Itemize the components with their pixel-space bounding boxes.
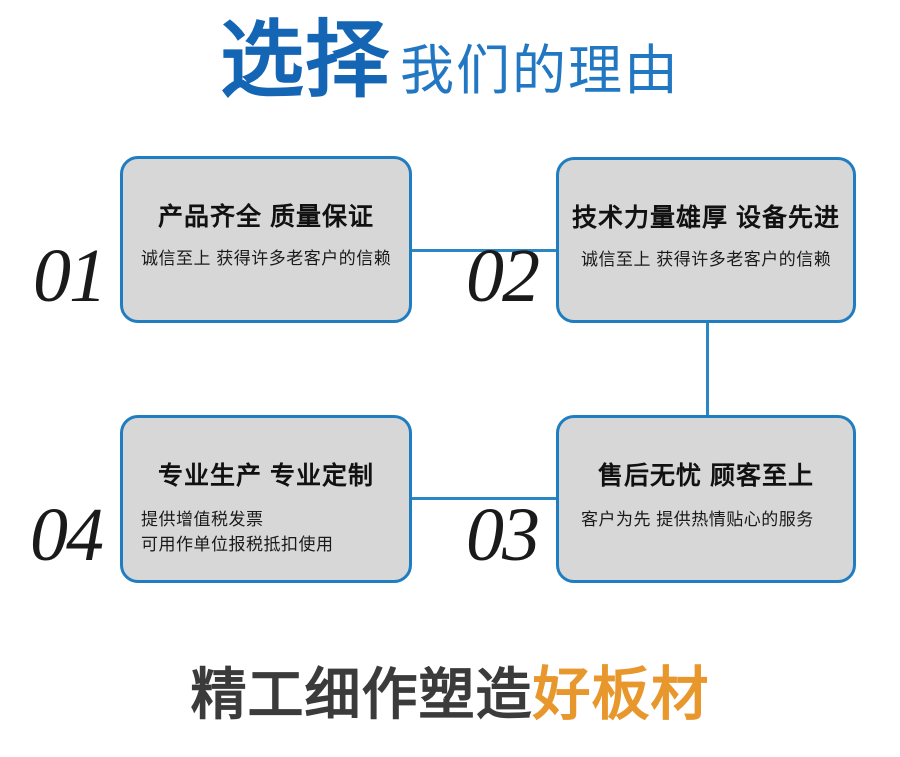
footer-slogan: 精工细作塑造好板材 — [0, 665, 900, 723]
reason-card-03-title: 售后无忧 顾客至上 — [598, 462, 814, 490]
reason-card-03: 售后无忧 顾客至上 客户为先 提供热情贴心的服务 — [556, 415, 856, 583]
page-title-rest: 我们的理由 — [400, 41, 680, 101]
reason-card-03-body: 客户为先 提供热情贴心的服务 — [581, 510, 814, 529]
reason-card-01-title: 产品齐全 质量保证 — [158, 203, 374, 231]
reason-card-02-title: 技术力量雄厚 设备先进 — [572, 204, 840, 232]
reason-card-02-body: 诚信至上 获得许多老客户的信赖 — [581, 250, 832, 269]
footer-slogan-dark: 精工细作塑造 — [190, 663, 533, 726]
reason-card-04-number: 04 — [30, 493, 104, 577]
reason-card-01-body: 诚信至上 获得许多老客户的信赖 — [141, 249, 392, 268]
page-title: 选择我们的理由 — [0, 18, 900, 102]
page-title-emphasis: 选择 — [219, 11, 390, 109]
connector-line-03-to-04 — [410, 497, 558, 500]
footer-slogan-accent: 好板材 — [532, 660, 710, 728]
connector-line-02-to-03 — [706, 322, 709, 417]
reason-card-04: 专业生产 专业定制 提供增值税发票 可用作单位报税抵扣使用 — [120, 415, 412, 583]
reason-card-02-number: 02 — [466, 234, 540, 318]
reason-card-01-number: 01 — [33, 234, 107, 318]
reason-card-01: 产品齐全 质量保证 诚信至上 获得许多老客户的信赖 — [120, 156, 412, 323]
reason-card-04-title: 专业生产 专业定制 — [158, 462, 374, 490]
connector-line-01-to-02 — [410, 249, 558, 252]
reason-card-04-body: 提供增值税发票 可用作单位报税抵扣使用 — [141, 510, 334, 554]
reason-card-02: 技术力量雄厚 设备先进 诚信至上 获得许多老客户的信赖 — [556, 157, 856, 323]
reason-card-03-number: 03 — [466, 493, 540, 577]
